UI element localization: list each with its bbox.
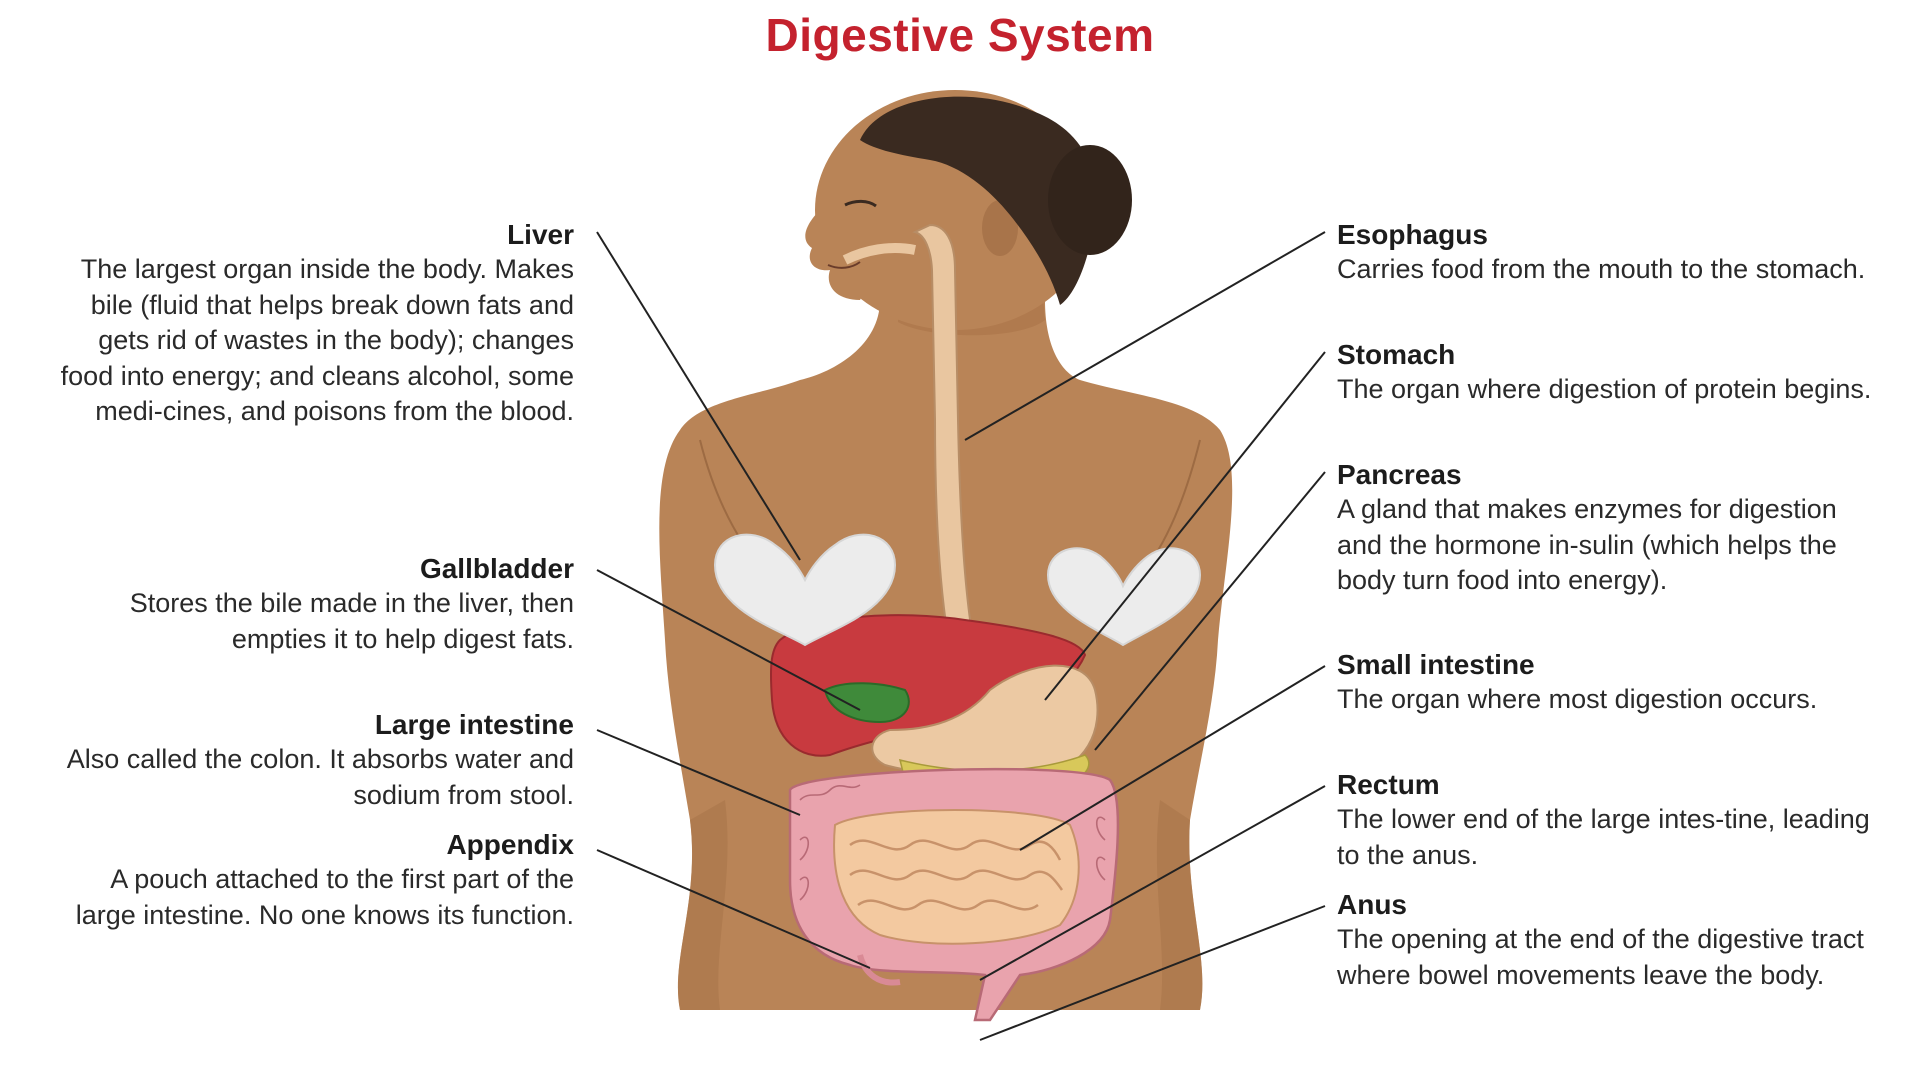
- leader-large-intestine: [596, 729, 801, 816]
- label-rectum-name: Rectum: [1337, 769, 1440, 800]
- label-stomach-desc: The organ where digestion of protein beg…: [1337, 374, 1872, 404]
- leader-esophagus: [964, 231, 1326, 441]
- leader-gallbladder: [596, 569, 861, 711]
- leader-anus: [979, 905, 1326, 1041]
- leader-small-intestine: [1019, 665, 1326, 851]
- label-anus: Anus The opening at the end of the diges…: [1337, 888, 1877, 993]
- page-title: Digestive System: [765, 9, 1155, 61]
- appendix-organ: [857, 954, 901, 986]
- label-appendix-name: Appendix: [446, 829, 574, 860]
- leader-stomach: [1044, 351, 1326, 701]
- label-gallbladder: Gallbladder Stores the bile made in the …: [54, 552, 574, 657]
- label-large-intestine-desc: Also called the colon. It absorbs water …: [66, 744, 574, 810]
- label-anus-name: Anus: [1337, 889, 1407, 920]
- label-small-intestine-name: Small intestine: [1337, 649, 1535, 680]
- label-stomach: Stomach The organ where digestion of pro…: [1337, 338, 1877, 408]
- label-small-intestine-desc: The organ where most digestion occurs.: [1337, 684, 1818, 714]
- leader-rectum: [979, 785, 1326, 981]
- censor-heart-left: [713, 533, 897, 647]
- label-anus-desc: The opening at the end of the digestive …: [1337, 924, 1864, 990]
- censor-heart-right: [1046, 547, 1202, 647]
- label-esophagus-desc: Carries food from the mouth to the stoma…: [1337, 254, 1866, 284]
- label-esophagus-name: Esophagus: [1337, 219, 1488, 250]
- label-esophagus: Esophagus Carries food from the mouth to…: [1337, 218, 1877, 288]
- hair-bun: [1048, 145, 1132, 255]
- leader-liver: [596, 231, 801, 561]
- label-pancreas-desc: A gland that makes enzymes for digestion…: [1337, 494, 1837, 595]
- label-appendix: Appendix A pouch attached to the first p…: [54, 828, 574, 933]
- gallbladder-organ: [823, 682, 910, 724]
- label-large-intestine-name: Large intestine: [374, 709, 574, 740]
- label-appendix-desc: A pouch attached to the first part of th…: [75, 864, 574, 930]
- label-pancreas-name: Pancreas: [1337, 459, 1462, 490]
- label-rectum-desc: The lower end of the large intes-tine, l…: [1337, 804, 1870, 870]
- label-large-intestine: Large intestine Also called the colon. I…: [54, 708, 574, 813]
- label-liver-desc: The largest organ inside the body. Makes…: [60, 254, 574, 426]
- hair: [860, 96, 1096, 305]
- label-pancreas: Pancreas A gland that makes enzymes for …: [1337, 458, 1877, 599]
- label-liver: Liver The largest organ inside the body.…: [54, 218, 574, 430]
- label-stomach-name: Stomach: [1337, 339, 1456, 370]
- label-gallbladder-name: Gallbladder: [419, 553, 574, 584]
- label-rectum: Rectum The lower end of the large intes-…: [1337, 768, 1877, 873]
- label-liver-name: Liver: [507, 219, 574, 250]
- label-gallbladder-desc: Stores the bile made in the liver, then …: [129, 588, 574, 654]
- small-intestine-organ: [833, 809, 1080, 945]
- leader-appendix: [596, 849, 871, 969]
- leader-pancreas: [1094, 471, 1326, 751]
- label-small-intestine: Small intestine The organ where most dig…: [1337, 648, 1877, 718]
